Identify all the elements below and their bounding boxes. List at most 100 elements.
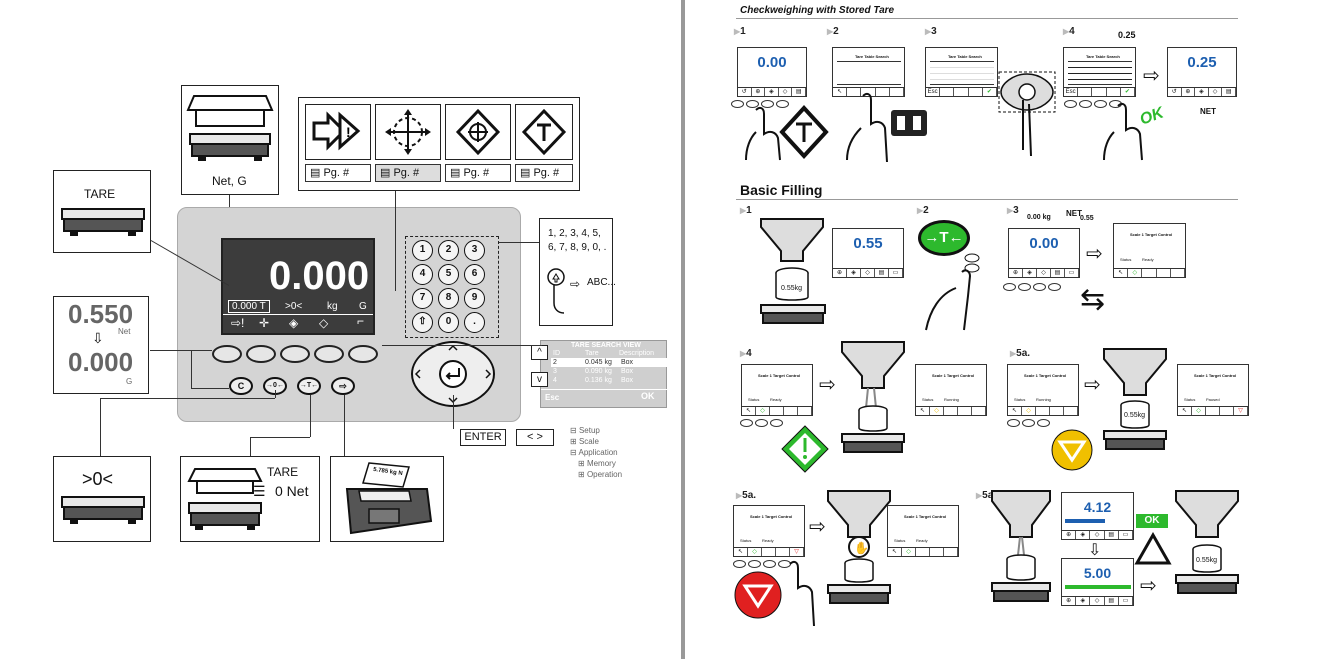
tare-row-1-id: 3 (553, 368, 557, 375)
s2-screen-3: 0.00 ⊕◈◇▤▭ (1008, 228, 1080, 278)
softkey-4[interactable] (314, 345, 344, 363)
target-icon-small: ◈ (289, 316, 299, 330)
s2-step4-ready: Ready (770, 397, 782, 402)
zero-label: >0< (82, 469, 114, 489)
scroll-icon-small: ⌐ (357, 314, 365, 328)
tare-row-2-id: 4 (553, 377, 557, 384)
s2-5a-arrow: ⇨ (1084, 374, 1101, 396)
s1-screen3-title: Tare Table Search (948, 54, 982, 59)
s2-target-ready: Scale 1 Target Control Status Ready ↖◇ (1113, 223, 1186, 278)
s2-ok-arrow: ⇨ (1140, 575, 1157, 597)
scale-with-bin-icon-2 (187, 468, 263, 530)
keypad-key-8[interactable]: 9 (464, 288, 485, 309)
s2-swap-arrows-icon: ⇆ (1080, 283, 1106, 316)
ok-icon-small[interactable]: OK (641, 391, 655, 401)
s1-screen-3: Tare Table Search Esc✔ (925, 47, 998, 97)
keypad-key-4[interactable]: 5 (438, 264, 459, 285)
display-tare: 0.000 T (228, 300, 270, 313)
section1-title: Checkweighing with Stored Tare (740, 5, 895, 16)
tare-search-title: TARE SEARCH VIEW (571, 342, 641, 349)
svg-text:!: ! (346, 124, 351, 140)
page-divider (681, 0, 685, 659)
keypad-key-6[interactable]: 7 (412, 288, 433, 309)
s2-step4-status: Status (748, 397, 760, 402)
s2-ready-label: Ready (1142, 257, 1154, 262)
s2-fill-value-a: 4.12 (1083, 499, 1112, 515)
net-tag: Net (118, 327, 131, 336)
keypad-key-10[interactable]: 0 (438, 312, 459, 333)
hopper-full-icon (991, 490, 1051, 602)
softkey-5[interactable] (348, 345, 378, 363)
print-icon-small: ⇨! (231, 316, 245, 330)
s2-stopped-ready: Ready (916, 538, 928, 543)
s2-arrow-icon: ⇨ (1086, 243, 1103, 265)
green-start-icon (781, 425, 829, 473)
s2-5a-status: Status (1014, 397, 1026, 402)
hand-press-green (925, 253, 980, 331)
hopper-filling-icon (841, 341, 905, 453)
s1-screen-1: 0.00 ↺⊕◈◇▤ (737, 47, 807, 97)
keypad-key-5[interactable]: 6 (464, 264, 485, 285)
section2-title: Basic Filling (740, 182, 823, 198)
tare-button[interactable]: →T← (297, 377, 321, 395)
pg-label-3: ▤ Pg. # (445, 164, 511, 182)
s2-paused-status: Status (1184, 397, 1196, 402)
keypad-key-7[interactable]: 8 (438, 288, 459, 309)
keypad-key-11[interactable]: . (464, 312, 485, 333)
s2-step3-val: 0.55 (1080, 215, 1094, 222)
clear-button[interactable]: C (229, 377, 253, 395)
s1-screen-4: Tare Table Search Esc✔ (1063, 47, 1136, 97)
s1-screen4-value: 0.25 (1187, 54, 1217, 71)
scroll-down-icon[interactable]: v (531, 372, 548, 387)
softkey-3[interactable] (280, 345, 310, 363)
tare-search-header-id: ID (553, 350, 560, 357)
s2-stopped-screen: Scale 1 Target Control Status Ready ↖◇ (887, 505, 959, 557)
s2-scale-weight: 0.55kg (781, 285, 803, 292)
s2-step-1: 1 (740, 205, 752, 216)
tare-zero-net-box: TARE ☰ 0 Net (180, 456, 320, 542)
s1-arrow-icon: ⇨ (1143, 65, 1160, 87)
s2-running-screen: Scale 1 Target Control Status Running ↖◇ (915, 364, 987, 416)
crosshair-icon (375, 104, 441, 160)
hand-navpad-icon (998, 71, 1056, 157)
menu-scale[interactable]: ⊞ Scale (570, 437, 599, 446)
tare-row-1-tare: 0.090 kg (585, 368, 612, 375)
menu-setup[interactable]: ⊟ Setup (570, 426, 600, 435)
s2-stopped-title: Scale 1 Target Control (904, 514, 947, 519)
s1-net-label: NET (1200, 107, 1216, 116)
scroll-up-icon[interactable]: ^ (531, 345, 548, 360)
s2-step-3: 3 (1007, 205, 1019, 216)
menu-memory[interactable]: ⊞ Memory (578, 459, 616, 468)
tare-diamond-icon (515, 104, 573, 160)
s2-bucket-weight-1: 0.55kg (1124, 412, 1146, 419)
s2-running-label: Running (944, 397, 959, 402)
print-button[interactable]: ⇨ (331, 377, 355, 395)
s1-callout-value: 0.25 (1118, 30, 1136, 40)
tare-icon-small: ◇ (319, 316, 329, 330)
s2-screen1-value: 0.55 (853, 235, 883, 252)
softkey-1[interactable] (212, 345, 242, 363)
keypad-key-3[interactable]: 4 (412, 264, 433, 285)
green-tare-button[interactable]: →T← (918, 220, 970, 256)
keypad-key-9[interactable]: ⇧ (412, 312, 433, 333)
keypad-key-1[interactable]: 2 (438, 240, 459, 261)
print-alert-icon: ! (305, 104, 371, 160)
tare-box: TARE (53, 170, 151, 253)
hand-ok-icon (1103, 102, 1143, 161)
equals-icon: ☰ (253, 483, 266, 499)
tare-search-esc[interactable]: Esc (545, 393, 560, 402)
s2-step4-title: Scale 1 Target Control (758, 373, 801, 378)
softkey-2[interactable] (246, 345, 276, 363)
net-gross-box: 0.550 Net ⇩ 0.000 G (53, 296, 149, 394)
display-zero: >0< (285, 301, 303, 312)
s1-step-3: 3 (925, 26, 937, 37)
keypad-key-0[interactable]: 1 (412, 240, 433, 261)
menu-application[interactable]: ⊟ Application (570, 448, 618, 457)
menu-operation[interactable]: ⊞ Operation (578, 470, 623, 479)
hand-press-icon (547, 268, 565, 314)
pg-label-4: ▤ Pg. # (515, 164, 573, 182)
keypad-key-2[interactable]: 3 (464, 240, 485, 261)
s2-ok-badge: OK (1136, 514, 1168, 528)
s2-target-title: Scale 1 Target Control (1130, 232, 1173, 237)
keypad-area (405, 236, 499, 338)
